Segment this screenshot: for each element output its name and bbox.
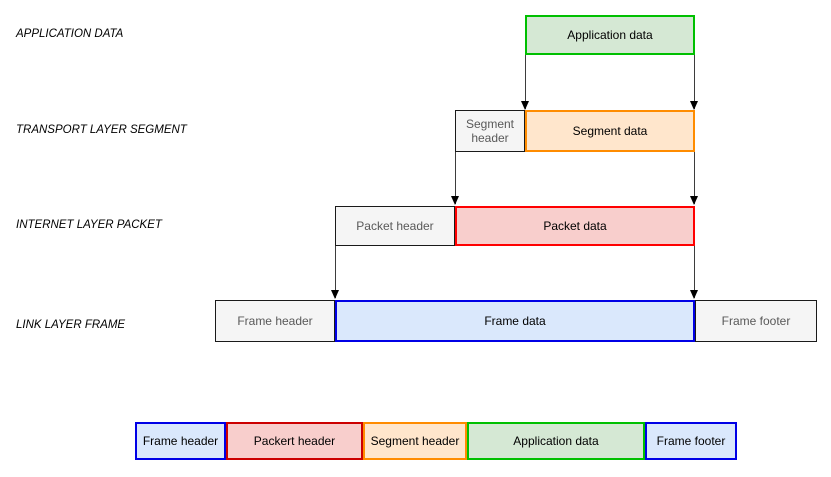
frame-header-box: Frame header <box>215 300 335 342</box>
down-arrow-packet-to-frame-left <box>331 246 339 299</box>
layer-label-internet-packet: INTERNET LAYER PACKET <box>16 219 162 231</box>
segment-header-box: Segment header <box>455 110 525 152</box>
layer-label-link-frame: LINK LAYER FRAME <box>16 319 126 331</box>
layer-label-application-data: APPLICATION DATA <box>16 28 124 40</box>
application-data-box: Application data <box>525 15 695 55</box>
down-arrow-packet-to-frame-right <box>690 246 698 299</box>
encapsulated-application-data-segment: Application data <box>467 422 645 460</box>
down-arrow-app-to-segment-left <box>521 55 529 110</box>
packet-data-box: Packet data <box>455 206 695 246</box>
frame-data-box: Frame data <box>335 300 695 342</box>
encapsulated-frame-header-segment: Frame header <box>135 422 226 460</box>
down-arrow-segment-to-packet-left <box>451 152 459 205</box>
down-arrow-app-to-segment-right <box>690 55 698 110</box>
segment-data-box: Segment data <box>525 110 695 152</box>
layer-label-transport-segment: TRANSPORT LAYER SEGMENT <box>16 124 187 136</box>
encapsulated-segment-header-segment: Segment header <box>363 422 467 460</box>
encapsulated-packet-header-segment: Packert header <box>226 422 363 460</box>
frame-footer-box: Frame footer <box>695 300 817 342</box>
down-arrow-segment-to-packet-right <box>690 152 698 205</box>
packet-header-box: Packet header <box>335 206 455 246</box>
encapsulated-frame-footer-segment: Frame footer <box>645 422 737 460</box>
